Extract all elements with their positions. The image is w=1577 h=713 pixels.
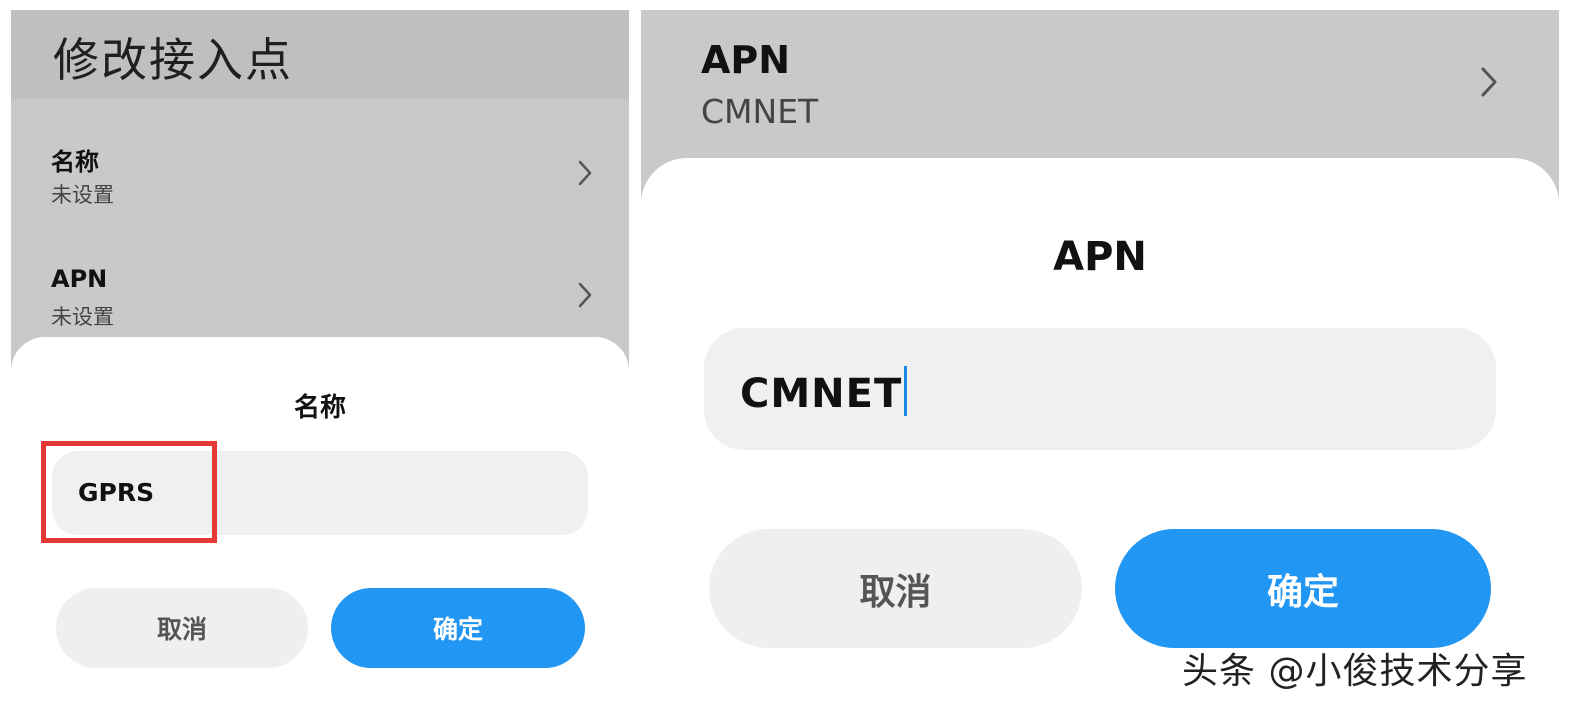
list-item-title: 名称 [51,148,99,176]
apn-input[interactable]: CMNET [704,328,1496,450]
right-screenshot: APN CMNET APN CMNET 取消 确定 [641,10,1559,703]
list-item-apn[interactable]: APN 未设置 [11,242,629,352]
input-value: CMNET [740,371,903,417]
list-item-subtitle: 未设置 [51,183,114,207]
input-value-wrap: CMNET [740,366,908,417]
name-edit-dialog: 名称 GPRS 取消 确定 [11,337,629,703]
dialog-title: 名称 [293,393,346,423]
watermark: 头条 @小俊技术分享 [1182,651,1528,692]
list-item-name[interactable]: 名称 未设置 [11,120,629,230]
list-item-apn[interactable]: APN CMNET [641,10,1559,150]
list-item-subtitle: 未设置 [51,305,114,329]
cancel-button[interactable]: 取消 [709,529,1082,648]
list-item-title: APN [701,38,791,82]
list-item-title: APN [51,265,108,293]
text-cursor [904,366,908,416]
name-input[interactable]: GPRS [52,451,588,535]
page-title: 修改接入点 [53,33,293,87]
app-header: 修改接入点 [11,10,629,99]
confirm-button[interactable]: 确定 [1115,529,1491,648]
input-value: GPRS [78,478,155,507]
dialog-title: APN [1053,234,1147,280]
chevron-right-icon [1481,67,1497,97]
chevron-right-icon [578,282,592,308]
left-screenshot: 修改接入点 名称 未设置 APN 未设置 名称 GPRS 取消 确定 [11,10,629,703]
confirm-button[interactable]: 确定 [331,588,585,668]
chevron-right-icon [578,160,592,186]
apn-edit-dialog: APN CMNET 取消 确定 [641,158,1559,703]
list-item-subtitle: CMNET [701,92,819,131]
cancel-button[interactable]: 取消 [56,588,308,668]
highlight-annotation [41,441,217,543]
